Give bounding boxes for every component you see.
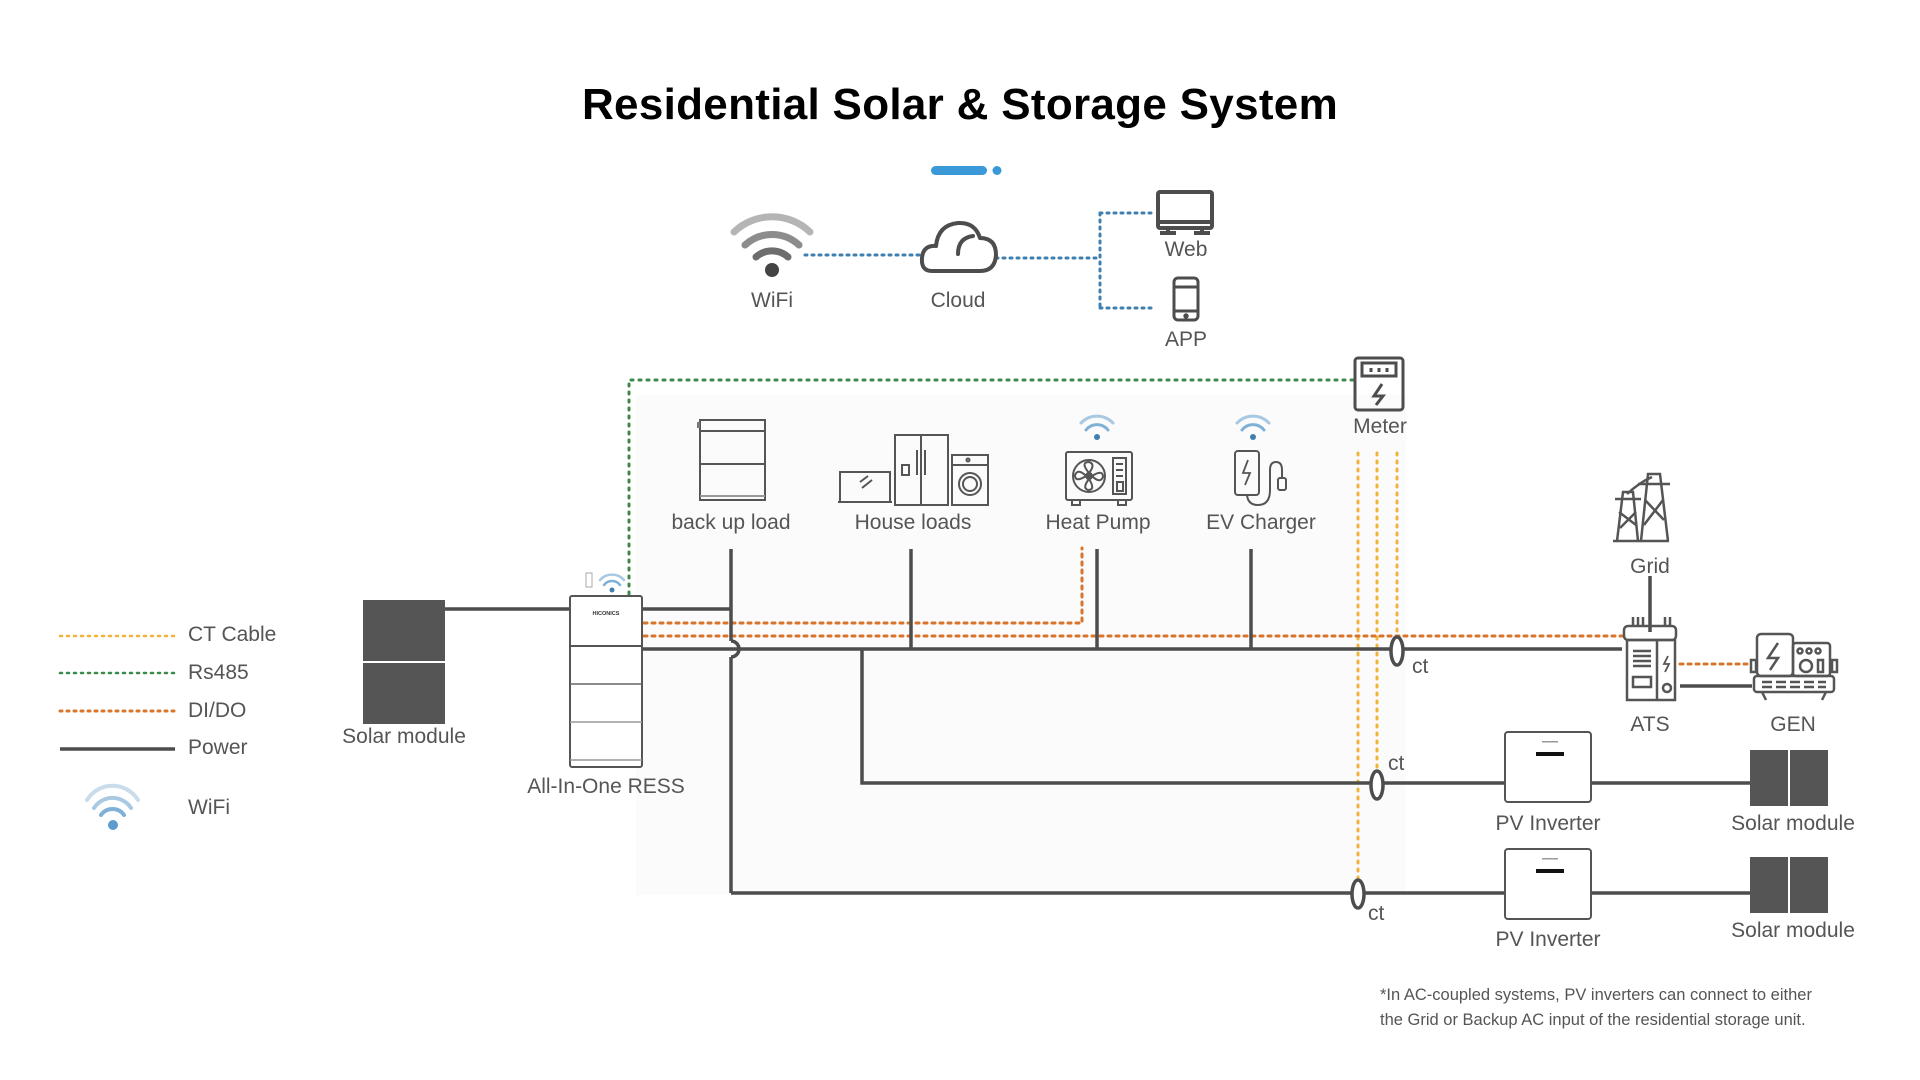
power-lines	[445, 549, 1752, 895]
footnote-line-2: the Grid or Backup AC input of the resid…	[1380, 1011, 1806, 1029]
gen-label: GEN	[1770, 713, 1816, 736]
generator-icon	[1749, 632, 1839, 701]
legend-swatches	[58, 634, 177, 751]
ct-rings	[1350, 635, 1405, 910]
pv-inverter-1-label: PV Inverter	[1495, 812, 1601, 835]
accent-dot	[992, 166, 1002, 175]
footnote-line-1: *In AC-coupled systems, PV inverters can…	[1380, 986, 1812, 1004]
meter-label: Meter	[1353, 415, 1407, 438]
ress-icon: HICONICS	[569, 572, 643, 768]
ct-label-main: ct	[1412, 655, 1429, 678]
ct-label-pv2: ct	[1368, 902, 1385, 925]
rs485-cable	[627, 378, 1355, 596]
wifi-label: WiFi	[751, 289, 793, 312]
load-label-ev-charger: EV Charger	[1206, 511, 1316, 534]
ct-cables	[1356, 451, 1399, 882]
ev-charger-icon	[1234, 450, 1287, 507]
tv-icon	[839, 471, 891, 503]
ev-charger-wifi-icon	[1235, 414, 1271, 440]
house-loads-icon	[838, 434, 989, 506]
ress-wifi-icon	[598, 573, 626, 593]
solar-module-right-1-label: Solar module	[1731, 812, 1855, 835]
data-links	[803, 211, 1157, 310]
wifi-icon	[730, 213, 814, 277]
ats-label: ATS	[1630, 713, 1670, 736]
grid-tower-icon	[1613, 472, 1670, 543]
cloud-label: Cloud	[930, 289, 986, 312]
ats-icon	[1622, 617, 1678, 702]
solar-module-right-1-icon	[1750, 750, 1828, 806]
dido-cables	[642, 546, 1754, 666]
accent-bar	[931, 166, 987, 175]
solar-module-left-label: Solar module	[342, 725, 466, 748]
solar-module-right-2-icon	[1750, 857, 1828, 913]
cloud-icon	[919, 220, 998, 273]
footnote: *In AC-coupled systems, PV inverters can…	[1380, 983, 1812, 1033]
ress-label: All-In-One RESS	[527, 775, 685, 798]
solar-module-right-2-label: Solar module	[1731, 919, 1855, 942]
legend-wifi-icon	[85, 783, 140, 830]
heat-pump-wifi-icon	[1079, 414, 1115, 440]
legend-label-ct-cable: CT Cable	[188, 623, 277, 646]
pv-inverter-2-label: PV Inverter	[1495, 928, 1601, 951]
ct-ring-pv2	[1350, 878, 1366, 910]
heat-pump-icon	[1065, 451, 1133, 506]
pv-inverter-1-icon	[1504, 731, 1592, 803]
web-label: Web	[1164, 238, 1208, 261]
load-label-house: House loads	[854, 511, 972, 534]
ct-ring-pv1	[1369, 769, 1385, 801]
load-label-heat-pump: Heat Pump	[1045, 511, 1151, 534]
pv1-feeder	[860, 649, 1505, 785]
app-label: APP	[1164, 328, 1208, 351]
page-title: Residential Solar & Storage System	[581, 80, 1338, 129]
meter-icon	[1353, 356, 1405, 412]
washer-icon	[951, 454, 989, 506]
monitor-icon	[1156, 190, 1214, 235]
dido-heatpump	[642, 546, 1084, 625]
solar-module-left-icon	[363, 600, 445, 724]
legend-label-wifi: WiFi	[188, 796, 230, 819]
pv-inverter-2-icon	[1504, 848, 1592, 920]
legend-label-dido: DI/DO	[188, 699, 247, 722]
ress-antenna	[585, 572, 593, 588]
legend-label-rs485: Rs485	[188, 661, 249, 684]
ct-label-pv1: ct	[1388, 752, 1405, 775]
backup-load-icon	[697, 419, 766, 501]
load-label-backup: back up load	[671, 511, 791, 534]
ress-brand: HICONICS	[593, 611, 620, 617]
title-accent	[931, 166, 1002, 175]
ct-ring-main	[1389, 635, 1405, 667]
legend-label-power: Power	[188, 736, 248, 759]
grid-label: Grid	[1630, 555, 1670, 578]
phone-icon	[1172, 276, 1200, 322]
